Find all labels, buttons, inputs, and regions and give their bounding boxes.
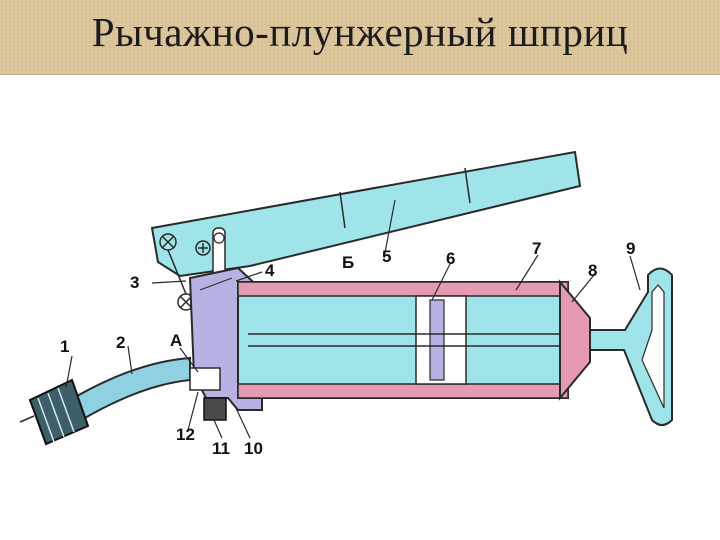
label-b: Б — [342, 253, 354, 272]
slide-title: Рычажно-плунжерный шприц — [91, 9, 629, 55]
pivot-links — [159, 233, 211, 311]
label-12: 12 — [176, 425, 195, 444]
label-7: 7 — [532, 239, 541, 258]
cylinder — [237, 279, 591, 401]
label-5: 5 — [382, 247, 391, 266]
piston-handle — [589, 267, 673, 426]
leader-lines — [65, 199, 641, 439]
label-9: 9 — [626, 239, 635, 258]
label-8: 8 — [588, 261, 597, 280]
lever-handle — [150, 150, 582, 278]
hose — [68, 356, 191, 424]
label-6: 6 — [446, 249, 455, 268]
title-bar: Рычажно-плунжерный шприц — [0, 0, 720, 75]
label-a: А — [170, 331, 182, 350]
label-4: 4 — [265, 261, 275, 280]
nozzle — [19, 378, 90, 446]
label-3: 3 — [130, 273, 139, 292]
label-10: 10 — [244, 439, 263, 458]
piston-rod — [248, 333, 560, 347]
label-11: 11 — [212, 439, 230, 458]
valve-block — [189, 367, 227, 421]
label-1: 1 — [60, 337, 69, 356]
label-2: 2 — [116, 333, 125, 352]
